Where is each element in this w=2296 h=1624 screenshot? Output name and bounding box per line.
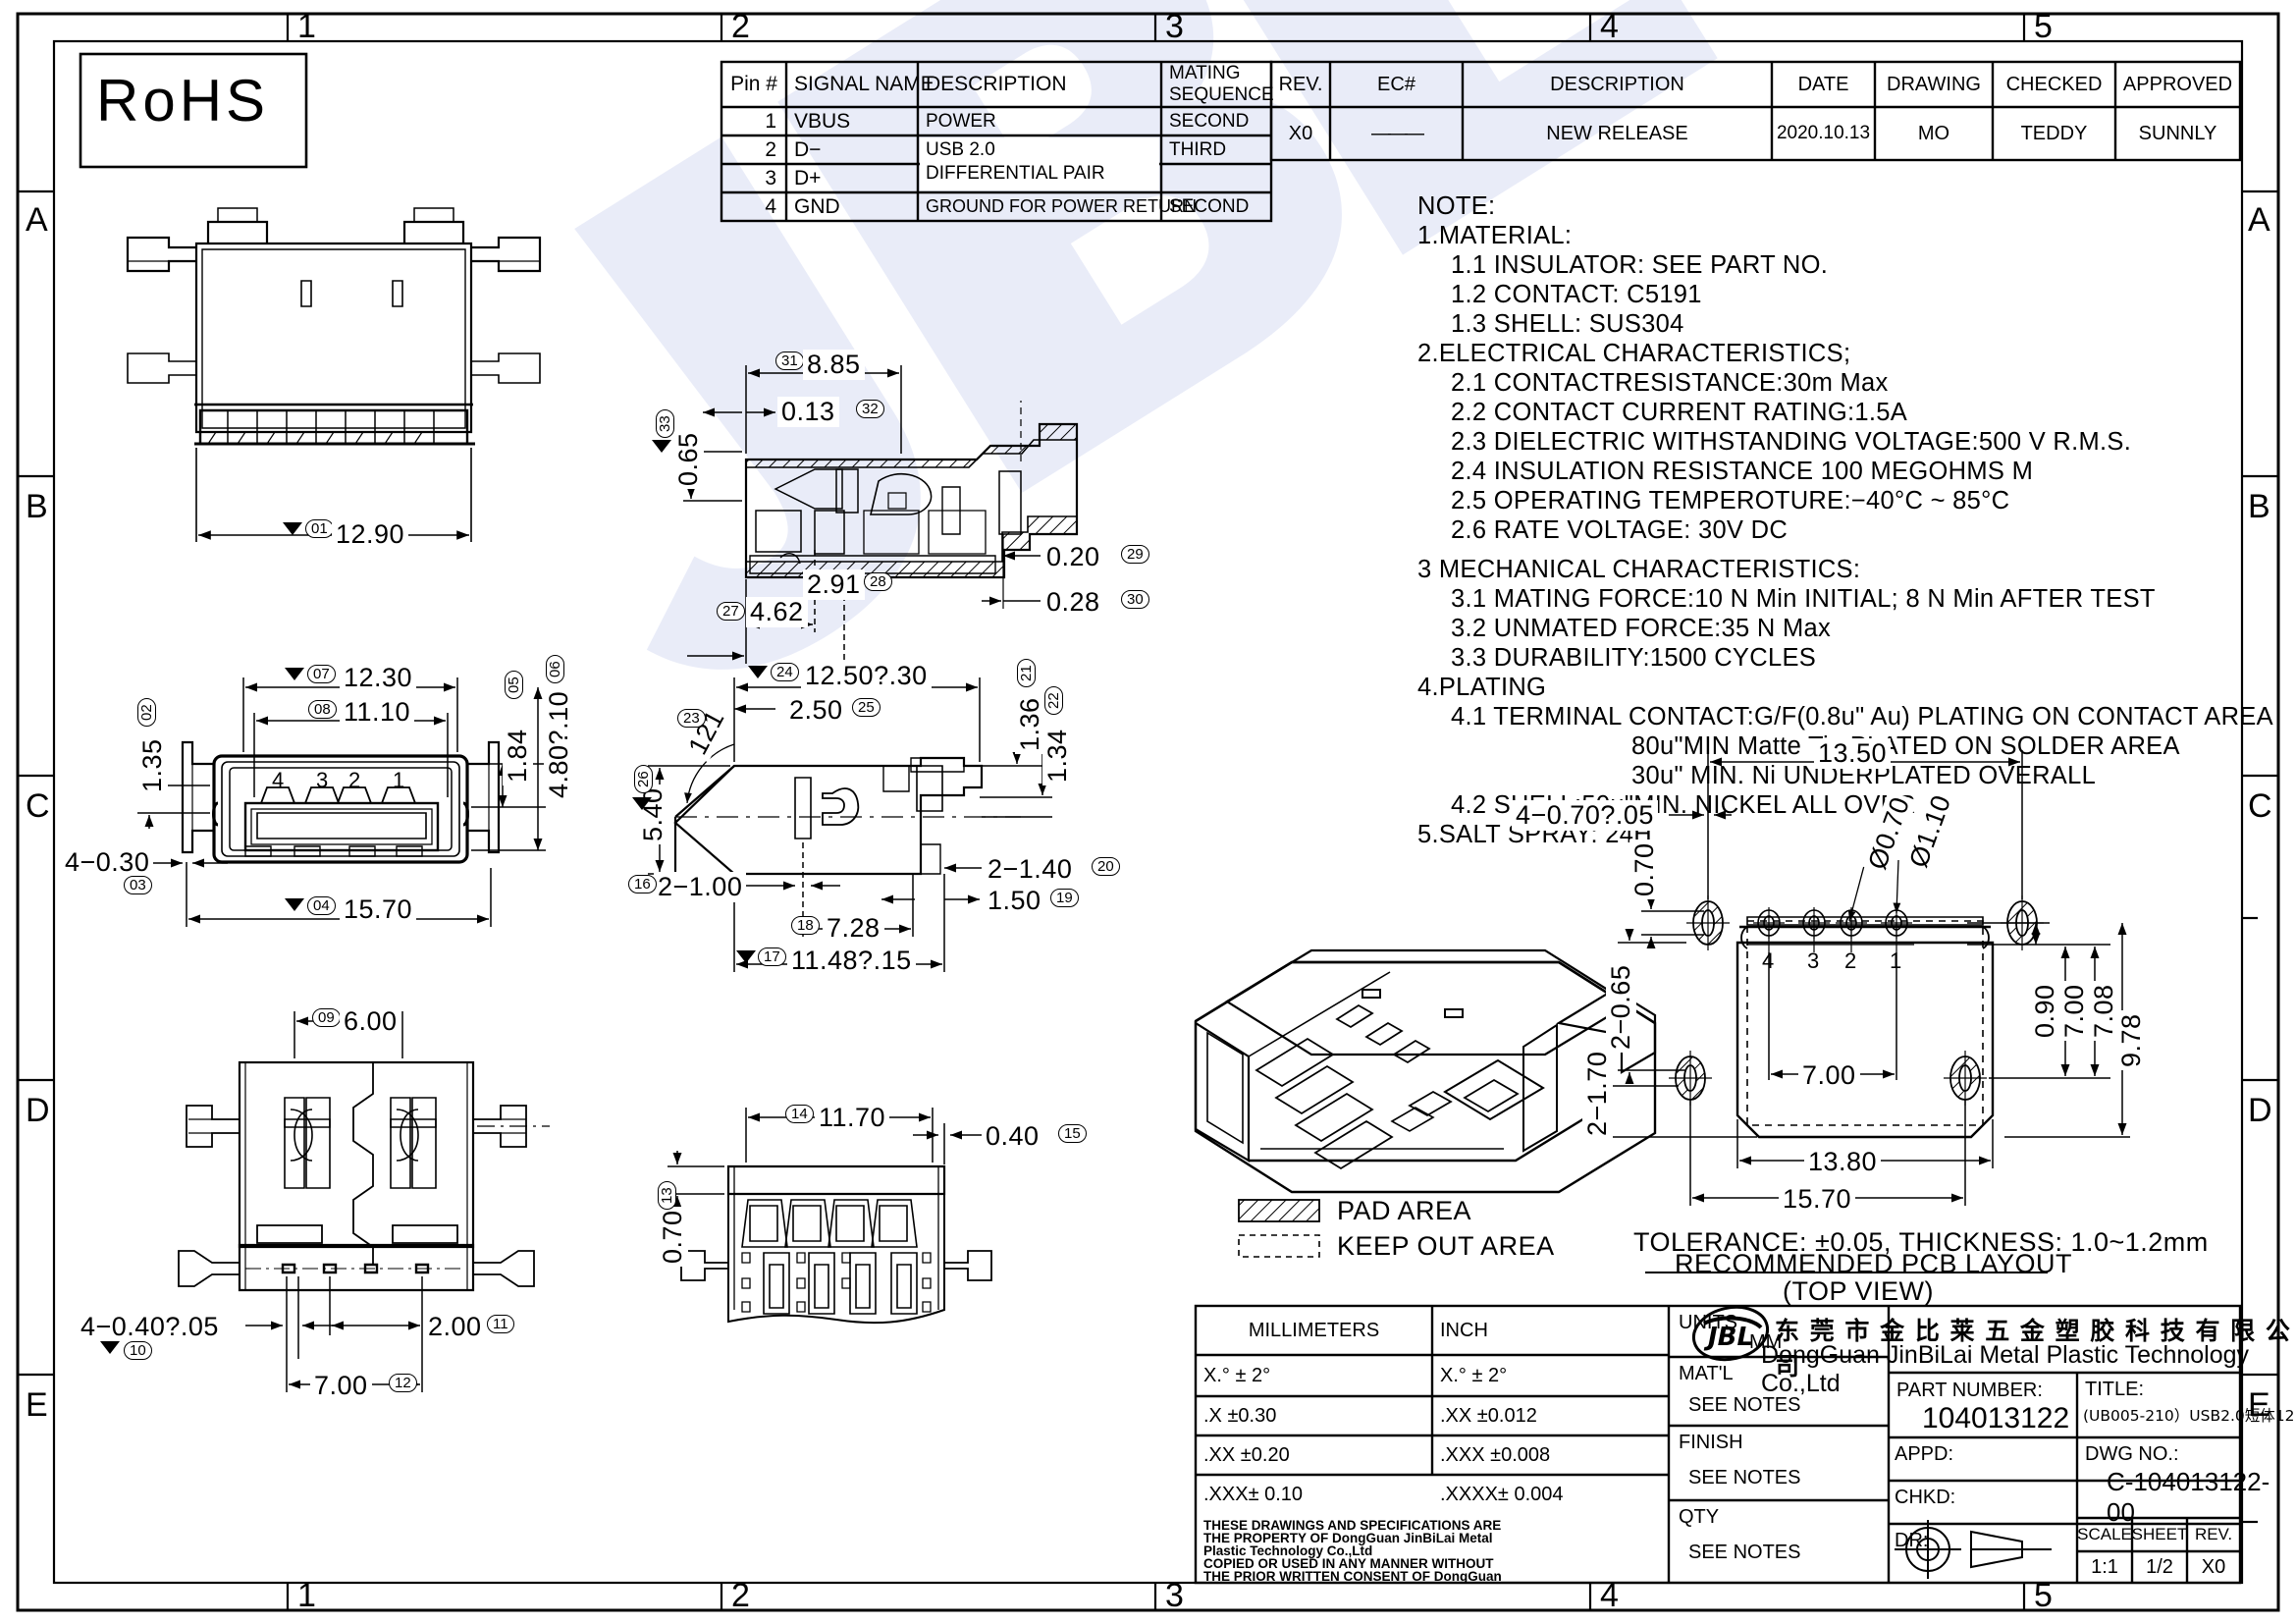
svg-text:JBL: JBL bbox=[1703, 1323, 1753, 1352]
